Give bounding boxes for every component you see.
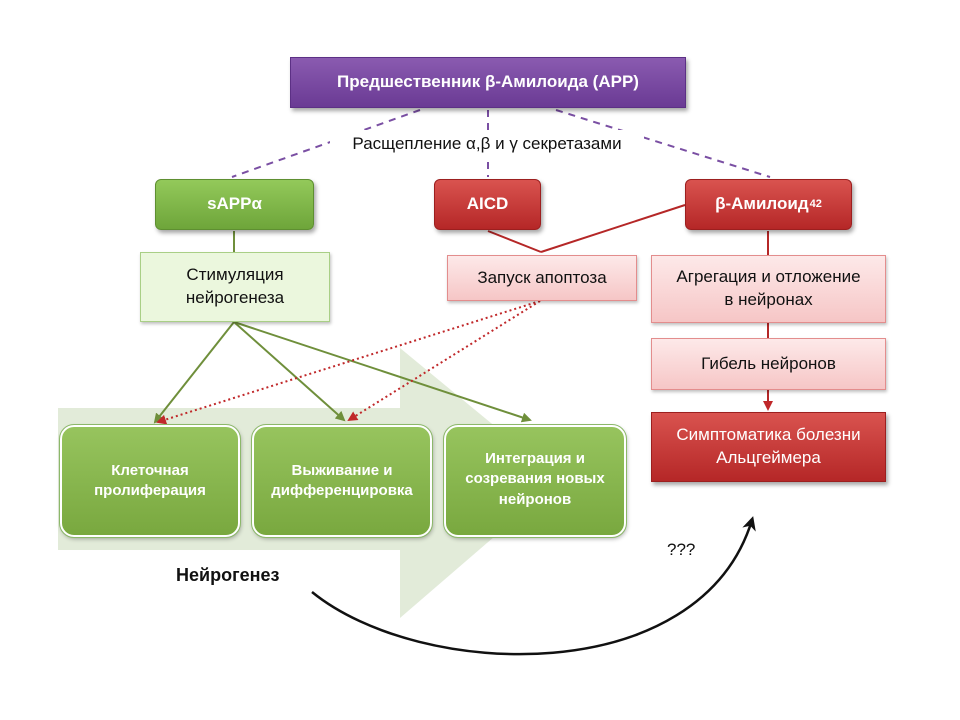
stage-proliferation-box: Клеточная пролиферация [59, 424, 241, 538]
red-connector-lines [487, 204, 773, 411]
cleavage-label-box: Расщепление α,β и γ секретазами [330, 130, 644, 158]
beta-amyloid-label: β-Амилоид [715, 194, 809, 214]
stage-survival-box: Выживание и дифференцировка [251, 424, 433, 538]
neuron-death-label: Гибель нейронов [701, 353, 836, 373]
neurogenesis-stimulation-label: Стимуляция нейрогенеза [185, 265, 285, 307]
beta-amyloid-subscript: 42 [809, 198, 822, 211]
sapp-alpha-label: sAPPα [207, 194, 262, 214]
aggregation-box: Агрегация и отложение в нейронах [651, 255, 886, 323]
stage-survival-label: Выживание и дифференцировка [271, 461, 413, 499]
stage-integration-box: Интеграция и созревания новых нейронов [443, 424, 627, 538]
stage-proliferation-label: Клеточная пролиферация [94, 461, 206, 499]
app-precursor-label: Предшественник β-Амилоида (APP) [337, 72, 639, 92]
sapp-alpha-box: sAPPα [155, 179, 314, 230]
curved-question-arrow [311, 516, 756, 656]
stage-integration-label: Интеграция и созревания новых нейронов [465, 450, 605, 508]
aicd-label: AICD [466, 194, 509, 214]
neurogenesis-stimulation-box: Стимуляция нейрогенеза [140, 252, 330, 322]
aicd-box: AICD [434, 179, 541, 230]
neuron-death-box: Гибель нейронов [651, 338, 886, 390]
apoptosis-box: Запуск апоптоза [447, 255, 637, 301]
app-precursor-box: Предшественник β-Амилоида (APP) [290, 57, 686, 108]
neurogenesis-label: Нейрогенез [176, 565, 280, 585]
alzheimer-symptoms-label: Симптоматика болезни Альцгеймера [676, 425, 861, 467]
apoptosis-label: Запуск апоптоза [477, 267, 607, 287]
apoptosis-dotted-arrows [156, 300, 541, 425]
cleavage-dashed-lines [231, 109, 771, 178]
aggregation-label: Агрегация и отложение в нейронах [676, 267, 861, 309]
question-marks: ??? [667, 540, 696, 559]
cleavage-label: Расщепление α,β и γ секретазами [352, 133, 622, 153]
green-connector-lines [153, 231, 532, 424]
alzheimer-symptoms-box: Симптоматика болезни Альцгеймера [651, 412, 886, 482]
